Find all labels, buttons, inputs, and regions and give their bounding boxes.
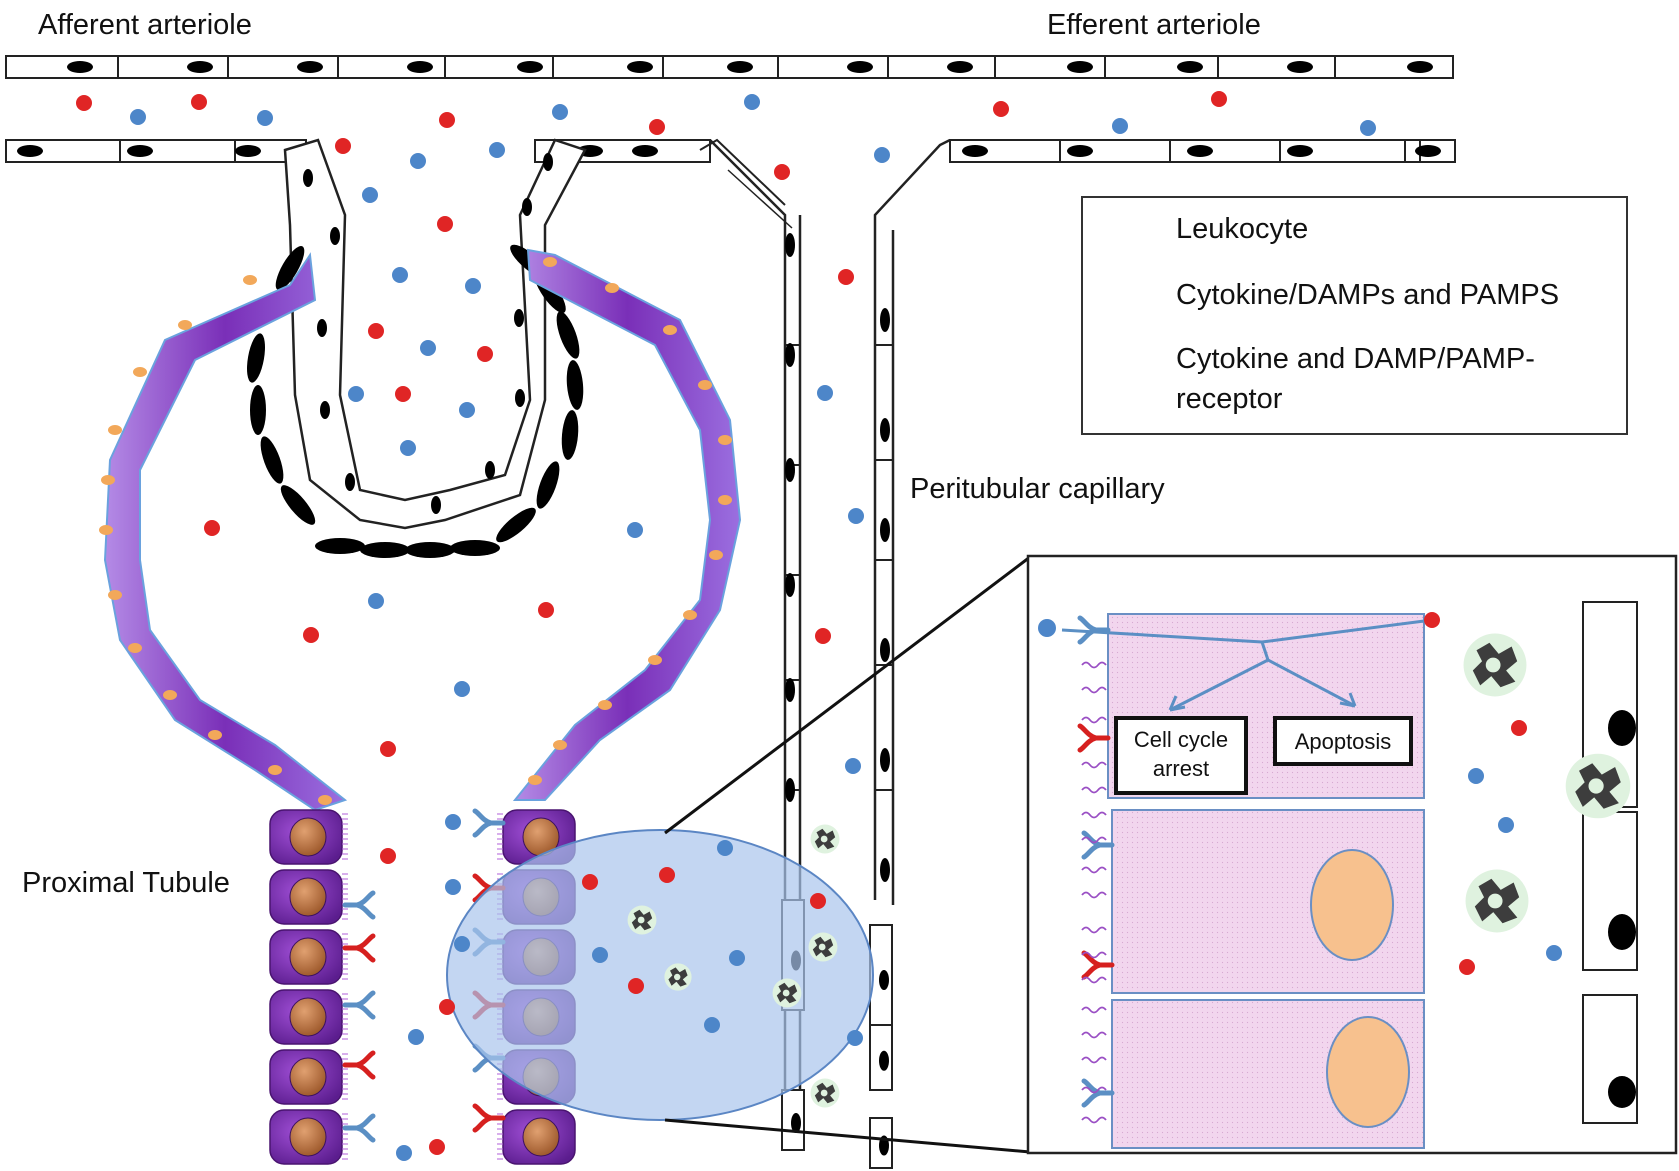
legend-leukocyte-label: Leukocyte [1176,213,1309,245]
peritubular-capillary-label: Peritubular capillary [910,473,1165,505]
legend: Leukocyte Cytokine/DAMPs and PAMPS Cytok… [1081,196,1628,435]
arteriole-top-wall [5,55,1454,79]
inset-nucleus-3 [1326,1016,1410,1128]
legend-receptor-label-1: Cytokine and DAMP/PAMP- [1176,343,1535,375]
apoptosis-box: Apoptosis [1273,716,1413,766]
cytokine-dots [76,91,1562,1161]
legend-cytokine-label: Cytokine/DAMPs and PAMPS [1176,279,1560,311]
bowman-capsule-epithelium [247,244,584,558]
cell-cycle-label-2: arrest [1152,755,1210,781]
zoom-line-bottom [664,1118,1031,1154]
signaling-arrows [1061,618,1433,712]
afferent-arteriole-label: Afferent arteriole [38,9,252,41]
proximal-tubule-left-cells [269,809,348,1165]
proximal-tubule-label: Proximal Tubule [22,867,230,899]
zoom-line-top [664,555,1031,835]
inset-nucleus-2 [1310,849,1394,961]
cell-cycle-label-1: Cell cycle [1133,727,1229,752]
bowman-tubule-left [99,252,348,812]
arteriole-bottom-wall-left [5,139,711,163]
legend-receptor-label-2: receptor [1176,383,1283,415]
apoptosis-label: Apoptosis [1294,729,1392,754]
zoom-region [446,829,874,1121]
inset-panel [1026,554,1678,1155]
bowman-tubule-right [512,248,742,801]
glomerular-capillary-loop [283,138,587,530]
efferent-arteriole-label: Efferent arteriole [1047,9,1261,41]
cell-cycle-arrest-box: Cell cycle arrest [1114,716,1248,795]
